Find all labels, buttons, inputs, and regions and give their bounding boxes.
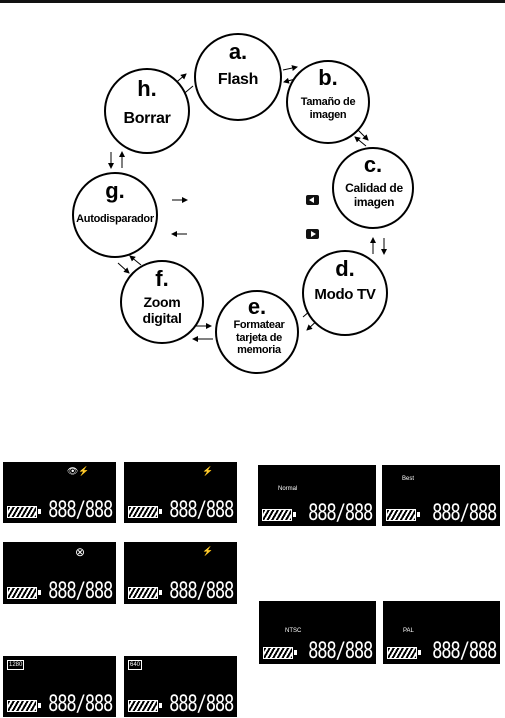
battery-icon (262, 509, 292, 521)
node-format-card-label: Formatear tarjeta de memoria (227, 319, 291, 357)
node-tv-mode-letter: d. (304, 258, 386, 280)
battery-icon (128, 506, 158, 518)
node-digital-zoom-letter: f. (122, 268, 202, 290)
left-button-icon (306, 195, 319, 205)
node-image-size: b. Tamaño de imagen (286, 60, 370, 144)
battery-icon (128, 587, 158, 599)
quality-normal-label: Normal (278, 486, 297, 492)
node-digital-zoom-label: Zoom digital (130, 294, 194, 326)
node-image-size-label: Tamaño de imagen (294, 96, 362, 121)
node-image-quality-letter: c. (334, 154, 412, 176)
lcd-counter: 888/888 (432, 641, 496, 663)
lcd-quality-best: Best 888/888 (382, 465, 500, 526)
battery-icon (387, 647, 417, 659)
battery-icon (386, 509, 416, 521)
lcd-tv-ntsc: NTSC 888/888 (259, 601, 376, 664)
node-self-timer: g. Autodisparador (72, 172, 158, 258)
node-format-card: e. Formatear tarjeta de memoria (215, 290, 299, 374)
node-delete-label: Borrar (110, 110, 184, 128)
lcd-counter: 888/888 (169, 581, 233, 603)
lcd-counter: 888/888 (169, 694, 233, 716)
lcd-counter: 888/888 (169, 500, 233, 522)
lcd-size-1280: 1280 888/888 (3, 656, 116, 717)
lcd-flash-on: ⚡ 888/888 (124, 462, 237, 523)
tv-pal-label: PAL (403, 628, 414, 634)
arrow-f-to-g (130, 256, 141, 265)
node-digital-zoom: f. Zoom digital (120, 260, 204, 344)
battery-icon (7, 700, 37, 712)
node-format-card-letter: e. (217, 296, 297, 318)
node-image-quality: c. Calidad de imagen (332, 147, 414, 229)
quality-best-label: Best (402, 476, 414, 482)
battery-icon (263, 647, 293, 659)
battery-icon (128, 700, 158, 712)
size-640-icon: 640 (128, 660, 142, 670)
node-tv-mode-label: Modo TV (308, 286, 382, 303)
lcd-counter: 888/888 (432, 503, 496, 525)
lcd-counter: 888/888 (308, 503, 372, 525)
node-image-size-letter: b. (288, 67, 368, 89)
node-self-timer-label: Autodisparador (76, 213, 154, 226)
battery-icon (7, 587, 37, 599)
lcd-tv-pal: PAL 888/888 (383, 601, 500, 664)
node-self-timer-letter: g. (74, 180, 156, 202)
lcd-counter: 888/888 (48, 694, 112, 716)
flash-icon: ⚡ (202, 467, 213, 476)
arrow-c-to-b (355, 137, 366, 146)
lcd-counter: 888/888 (308, 641, 372, 663)
node-delete: h. Borrar (104, 68, 190, 154)
flash-off-icon: ⊗ (75, 546, 85, 558)
tv-ntsc-label: NTSC (285, 628, 301, 634)
lcd-counter: 888/888 (48, 500, 112, 522)
lcd-counter: 888/888 (48, 581, 112, 603)
lcd-size-640: 640 888/888 (124, 656, 237, 717)
battery-icon (7, 506, 37, 518)
node-image-quality-label: Calidad de imagen (342, 182, 406, 210)
right-button-icon (306, 229, 319, 239)
lcd-flash-auto: ⚡ 888/888 (124, 542, 237, 604)
size-1280-icon: 1280 (7, 660, 24, 670)
flash-auto-icon: ⚡ (202, 547, 213, 556)
node-flash-letter: a. (196, 41, 280, 63)
lcd-quality-normal: Normal 888/888 (258, 465, 376, 526)
menu-cycle-diagram: a. Flash b. Tamaño de imagen c. Calidad … (0, 0, 505, 380)
lcd-flash-off: ⊗ 888/888 (3, 542, 116, 604)
node-tv-mode: d. Modo TV (302, 250, 388, 336)
node-flash: a. Flash (194, 33, 282, 121)
node-delete-letter: h. (106, 78, 188, 100)
lcd-flash-auto-redeye: 👁⚡ 888/888 (3, 462, 116, 523)
node-flash-label: Flash (200, 71, 276, 89)
redeye-flash-icon: 👁⚡ (67, 467, 90, 476)
